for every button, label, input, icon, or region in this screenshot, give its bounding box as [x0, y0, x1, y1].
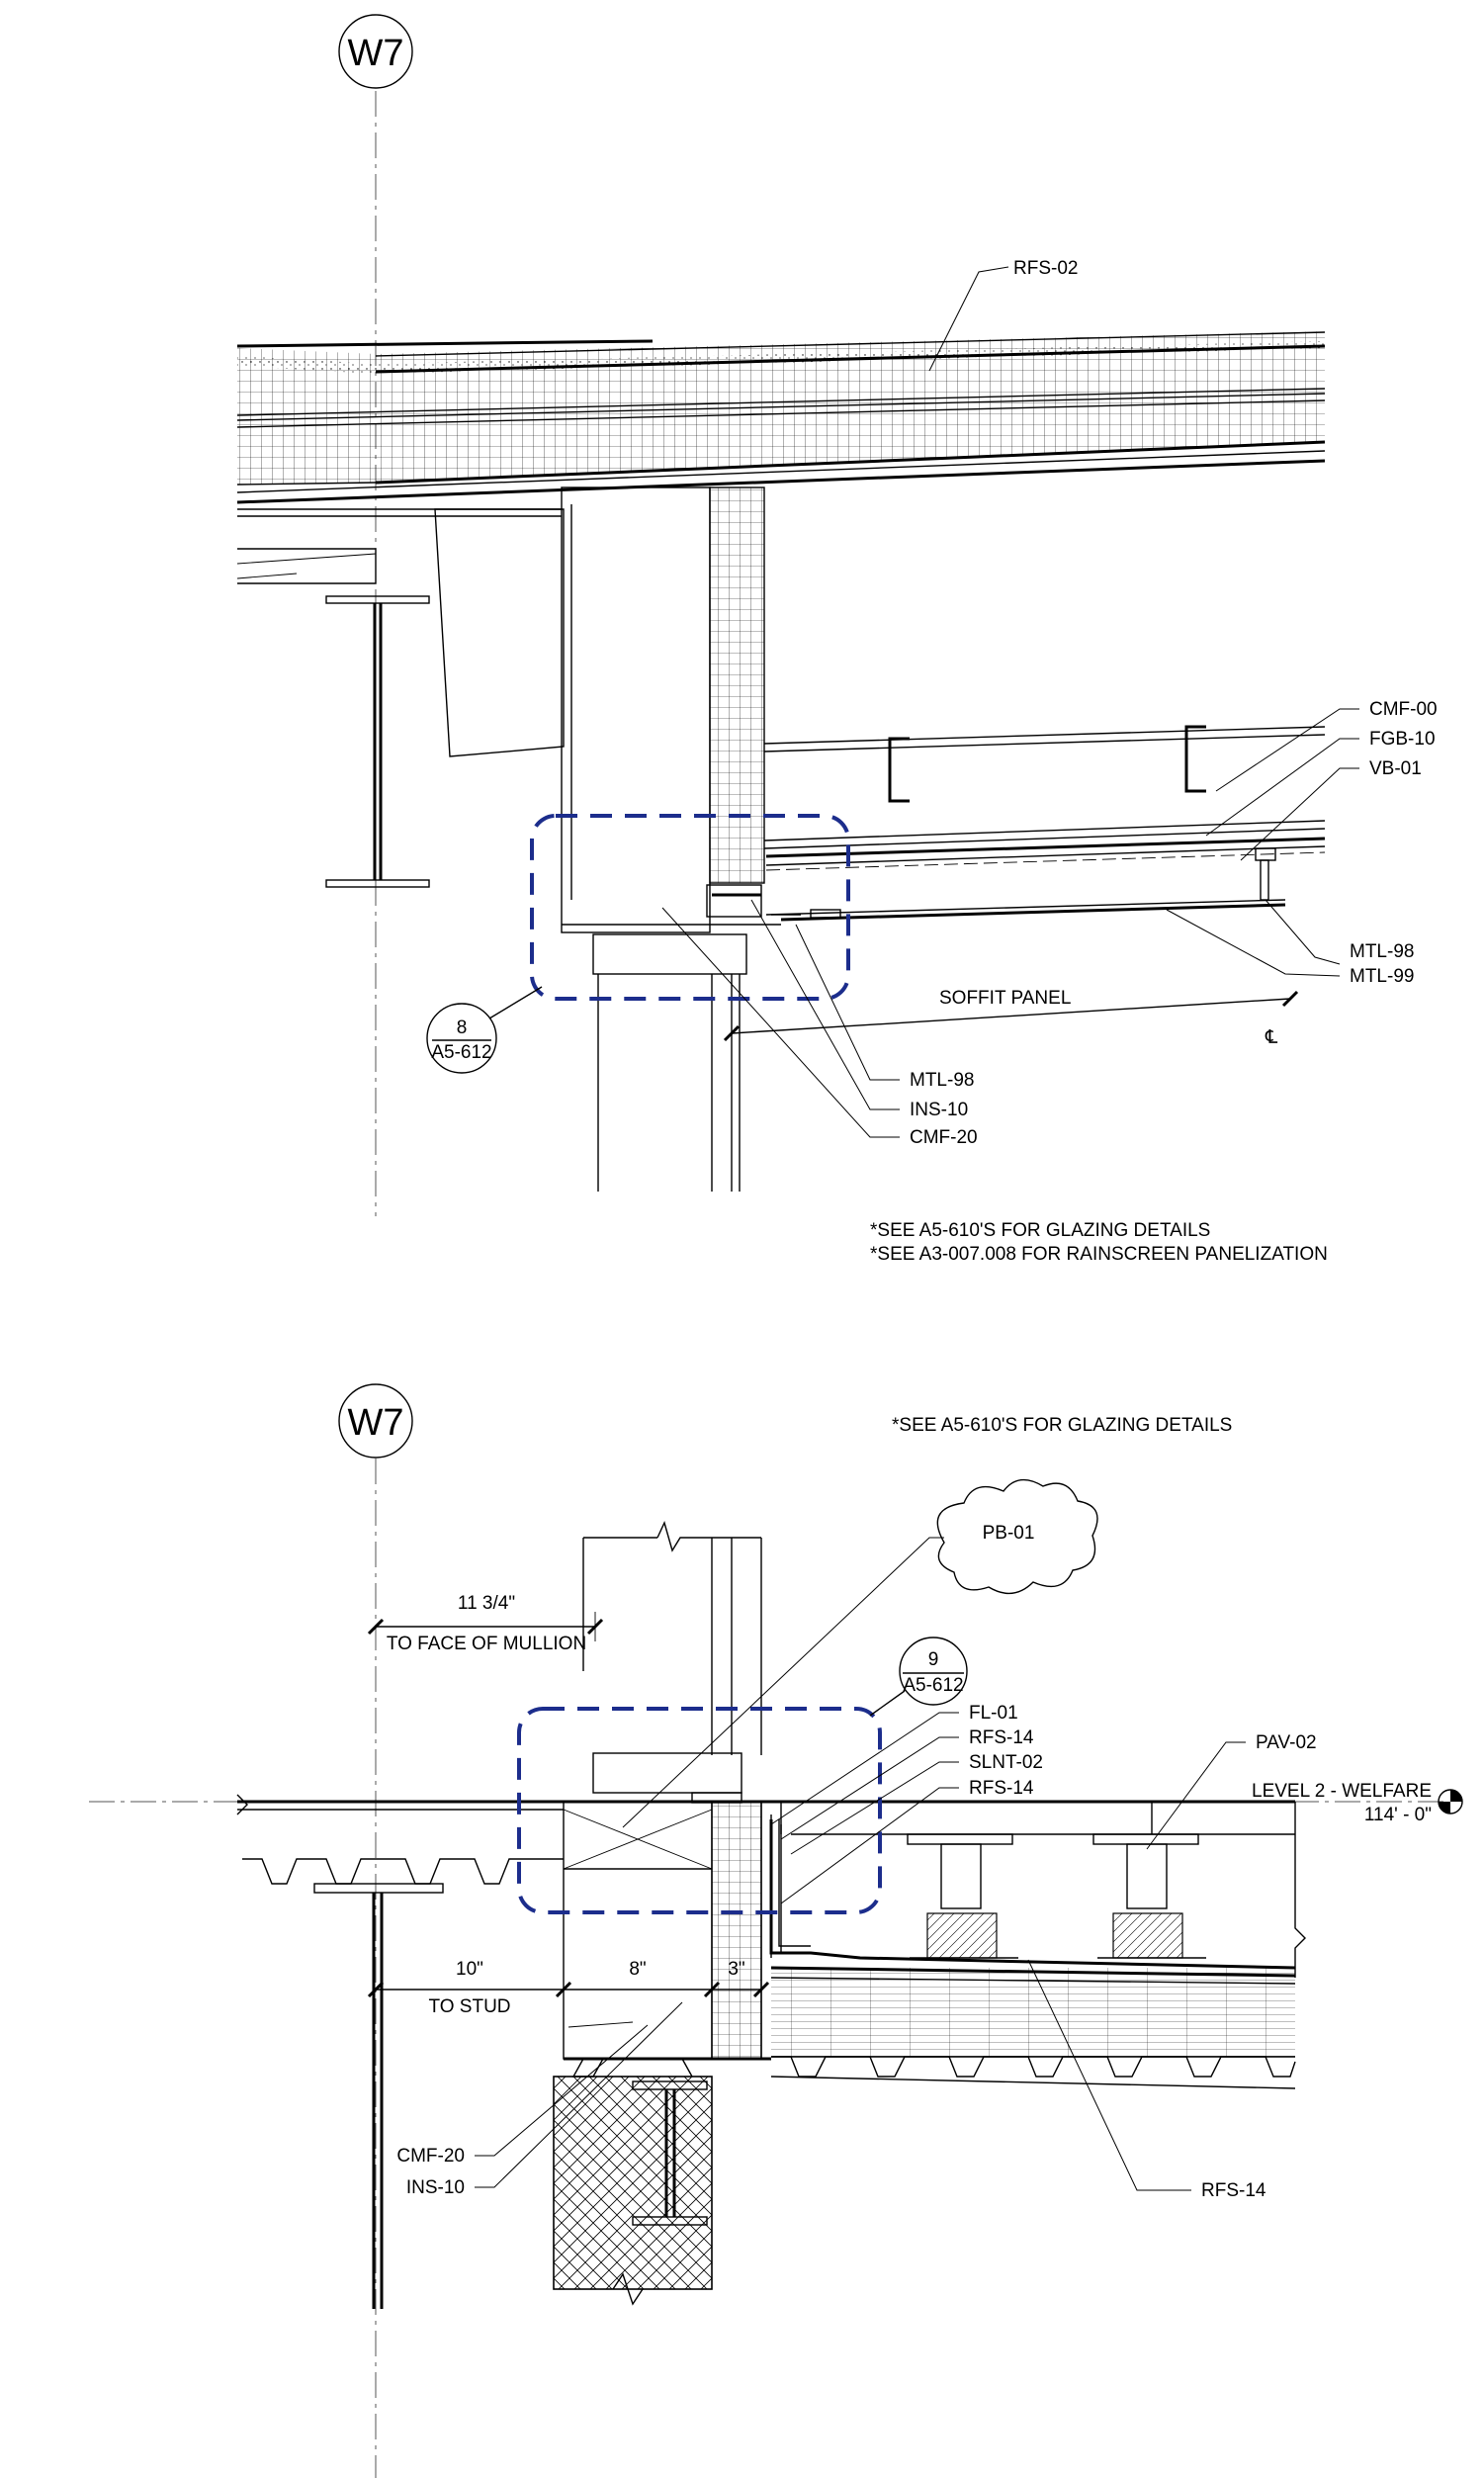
tag-fgb-10: FGB-10	[1369, 729, 1436, 750]
detail-callout-box-9	[517, 1707, 882, 1914]
steel-beam-upper	[325, 595, 430, 888]
detail-sheet: A5-612	[431, 1042, 491, 1063]
tag-rfs-14-b: RFS-14	[969, 1778, 1034, 1799]
level-marker	[1438, 1789, 1463, 1814]
tag-cmf-00: CMF-00	[1369, 699, 1438, 720]
dimension-to-stud: 10" TO STUD 8" 3"	[367, 1959, 770, 2017]
left-framing-upper	[236, 508, 565, 888]
wall-column-upper	[561, 487, 781, 1192]
grid-bubble-upper: W7	[338, 14, 413, 89]
detail-sheet: A5-612	[903, 1675, 963, 1696]
leaders-upper	[661, 266, 1359, 1138]
dim-label-mullion: TO FACE OF MULLION	[387, 1634, 586, 1654]
tags-lower: FL-01 RFS-14 SLNT-02 RFS-14 PAV-02 RFS-1…	[396, 1703, 1316, 2201]
tag-slnt-02: SLNT-02	[969, 1752, 1043, 1773]
roof-assembly-lower	[769, 1800, 1306, 2089]
dim-value-stud: 10"	[456, 1959, 483, 1980]
tag-fl-01: FL-01	[969, 1703, 1018, 1724]
soffit-assembly-upper	[706, 725, 1326, 922]
detail-callout-8[interactable]: 8 A5-612	[426, 1003, 497, 1074]
note-glazing-lower: *SEE A5-610'S FOR GLAZING DETAILS	[892, 1415, 1232, 1436]
tag-rfs-14-a: RFS-14	[969, 1727, 1034, 1748]
tag-pav-02: PAV-02	[1256, 1732, 1317, 1753]
dim-label-stud: TO STUD	[428, 1996, 510, 2017]
tag-ins-10-lower: INS-10	[406, 2177, 465, 2198]
dim-value-8: 8"	[629, 1959, 646, 1980]
tag-cmf-20-lower: CMF-20	[396, 2146, 465, 2167]
leaders-lower	[475, 1712, 1246, 2191]
level-name: LEVEL 2 - WELFARE	[1252, 1781, 1432, 1802]
tag-vb-01: VB-01	[1369, 758, 1422, 779]
note-glazing-upper: *SEE A5-610'S FOR GLAZING DETAILS	[870, 1220, 1210, 1241]
level-elevation: 114' - 0"	[1364, 1805, 1432, 1825]
revision-cloud-pb-01: PB-01	[936, 1478, 1098, 1595]
soffit-panel-label: SOFFIT PANEL	[939, 988, 1071, 1009]
roof-assembly-upper	[236, 331, 1326, 504]
tag-ins-10: INS-10	[910, 1100, 968, 1120]
tag-mtl-98-right: MTL-98	[1350, 941, 1414, 962]
tag-mtl-99: MTL-99	[1350, 966, 1414, 987]
tag-mtl-98-left: MTL-98	[910, 1070, 974, 1091]
tags-upper: RFS-02 CMF-00 FGB-10 VB-01 MTL-98 MTL-99…	[910, 258, 1438, 1148]
wall-above-lower	[582, 1521, 762, 1804]
soffit-dimension: SOFFIT PANEL ℄	[723, 988, 1299, 1048]
dimension-face-of-mullion: 11 3/4" TO FACE OF MULLION	[367, 1593, 604, 1654]
notes-upper: *SEE A5-610'S FOR GLAZING DETAILS *SEE A…	[870, 1220, 1328, 1265]
dim-value-3: 3"	[728, 1959, 744, 1980]
centerline-symbol: ℄	[1265, 1027, 1278, 1048]
detail-number: 8	[457, 1018, 468, 1038]
detail-callout-9[interactable]: 9 A5-612	[899, 1637, 968, 1706]
tag-rfs-02: RFS-02	[1013, 258, 1078, 279]
upper-detail: W7	[236, 14, 1438, 1265]
leader-pb-01	[622, 1537, 944, 1828]
detail-callout-box-8	[530, 814, 850, 1001]
tag-pb-01: PB-01	[983, 1523, 1035, 1544]
lower-detail: W7 *SEE A5-610'S FOR GLAZING DETAILS LEV…	[89, 1383, 1463, 2478]
tag-cmf-20: CMF-20	[910, 1127, 978, 1148]
grid-bubble-label: W7	[348, 1402, 404, 1444]
grid-bubble-label: W7	[348, 33, 404, 74]
note-rainscreen: *SEE A3-007.008 FOR RAINSCREEN PANELIZAT…	[870, 1244, 1328, 1265]
dim-value-mullion: 11 3/4"	[458, 1593, 515, 1614]
grid-bubble-lower: W7	[338, 1383, 413, 1459]
wall-section-lower	[553, 1801, 782, 2306]
detail-number: 9	[928, 1649, 939, 1670]
tag-rfs-14-c: RFS-14	[1201, 2180, 1266, 2201]
